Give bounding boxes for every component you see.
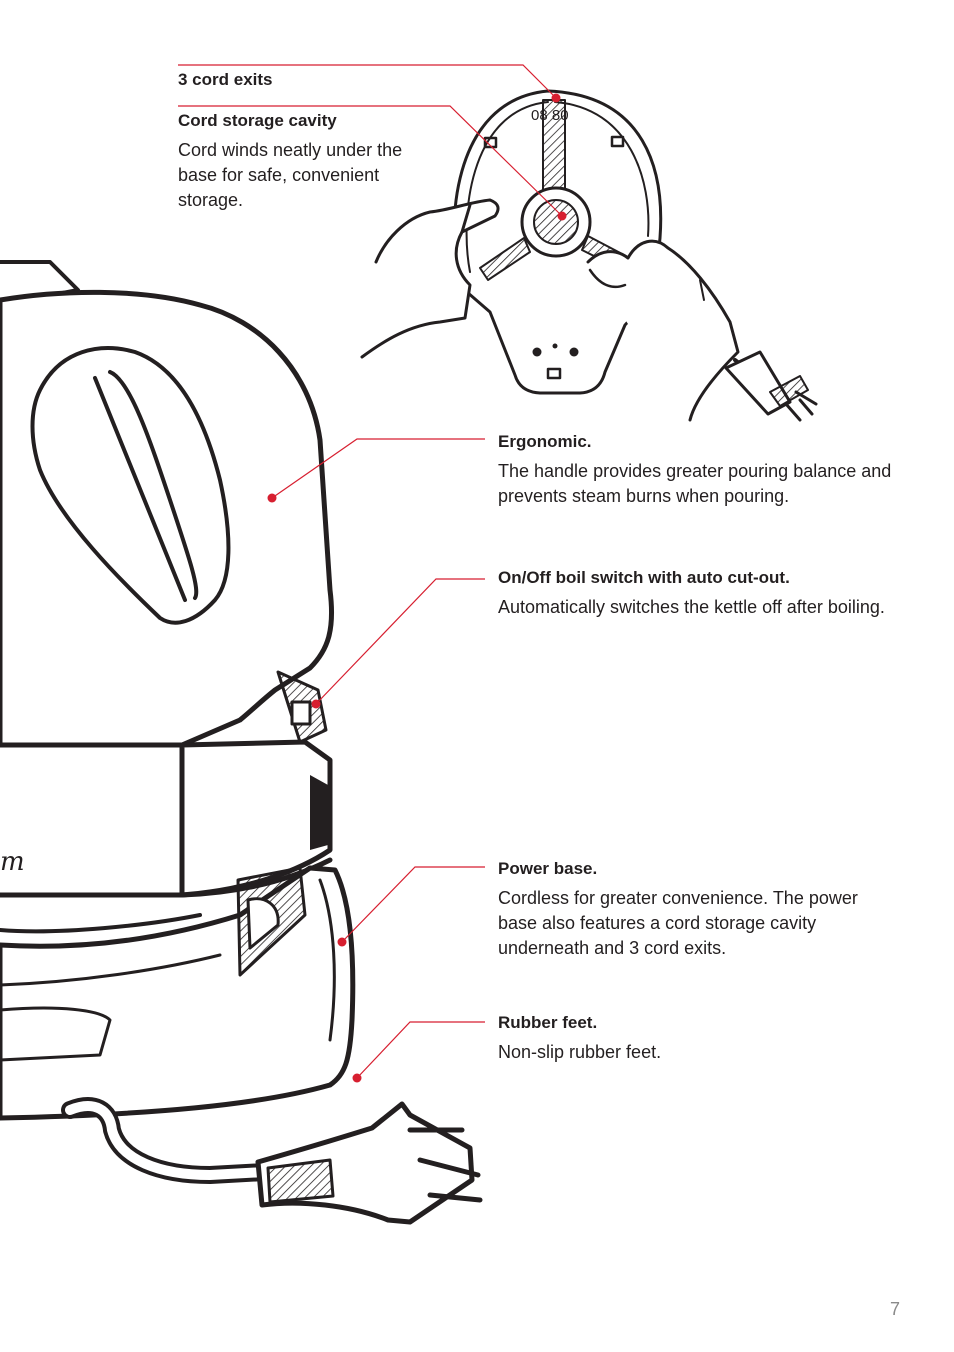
hands-drawing <box>360 198 818 422</box>
leader-cord-storage <box>178 105 563 217</box>
callout-title: Cord storage cavity <box>178 111 337 130</box>
callout-body: Non-slip rubber feet. <box>498 1042 662 1062</box>
callout-cord-storage: Cord storage cavity Cord winds neatly un… <box>178 110 438 213</box>
callout-title: On/Off boil switch with auto cut-out. <box>498 568 790 587</box>
leader-switch <box>315 578 485 705</box>
callout-title: Ergonomic. <box>498 432 592 451</box>
callout-boil-switch: On/Off boil switch with auto cut-out. Au… <box>498 567 898 620</box>
leader-rubber-feet <box>356 1021 485 1079</box>
callout-power-base: Power base. Cordless for greater conveni… <box>498 858 898 961</box>
callout-ergonomic: Ergonomic. The handle provides greater p… <box>498 431 898 509</box>
kettle-drawing: m <box>0 260 483 1225</box>
callout-cord-exits: 3 cord exits <box>178 69 438 97</box>
leader-cord-exits <box>178 64 557 99</box>
leader-power-base <box>341 866 485 943</box>
callout-body: Cord winds neatly under the base for saf… <box>178 140 403 210</box>
callout-body: Cordless for greater convenience. The po… <box>498 888 858 958</box>
callout-body: The handle provides greater pouring bala… <box>498 461 892 506</box>
leader-ergonomic <box>271 438 485 499</box>
leader-lines <box>178 64 563 1079</box>
base-markings: 08 80 <box>531 107 569 124</box>
callout-body: Automatically switches the kettle off af… <box>498 597 885 617</box>
callout-title: Rubber feet. <box>498 1013 598 1032</box>
callout-title: 3 cord exits <box>178 70 273 89</box>
svg-text:m: m <box>0 847 25 877</box>
page-number: 7 <box>889 1299 900 1319</box>
base-underside-drawing <box>452 89 663 395</box>
callout-title: Power base. <box>498 859 598 878</box>
leader-dots <box>267 93 567 1083</box>
callout-rubber-feet: Rubber feet. Non-slip rubber feet. <box>498 1012 898 1065</box>
